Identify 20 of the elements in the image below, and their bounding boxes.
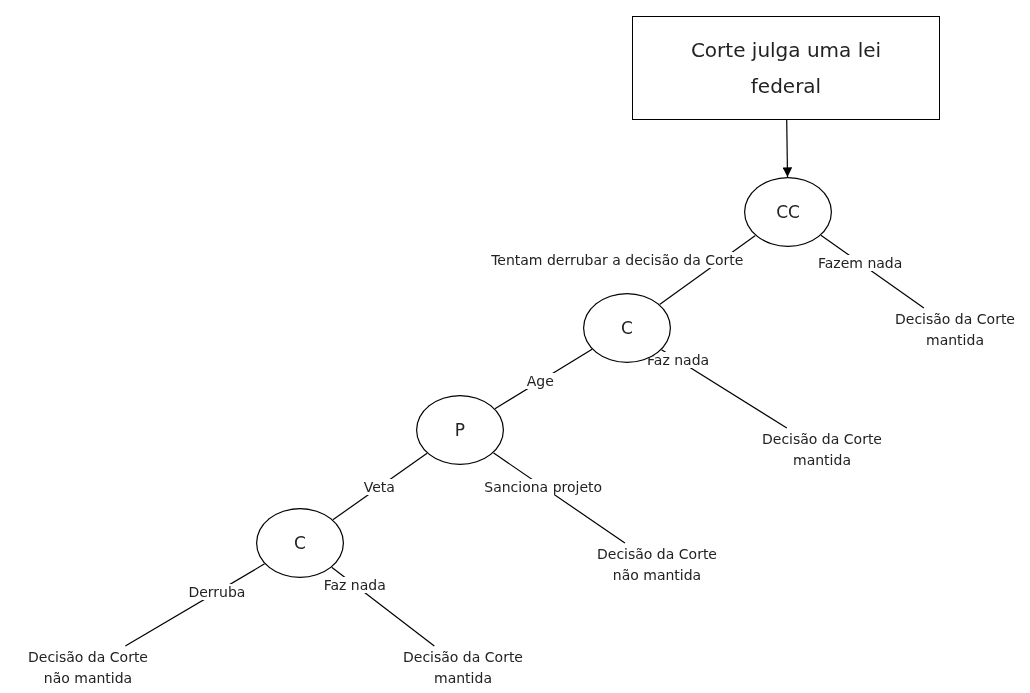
process-box [632,16,940,120]
outcome-text: Decisão da Corte mantida [754,428,890,472]
node-text: CC [776,201,800,223]
decision-ellipse [256,508,344,578]
edge-label: Tentam derrubar a decisão da Corte [489,252,746,268]
node-text: C [294,532,306,554]
edge-label: Fazem nada [816,255,905,271]
edge-label: Age [524,373,556,389]
edge-label: Derruba [186,584,248,600]
connector-line [782,119,793,178]
node-text: P [454,419,466,441]
node-text: C [621,317,633,339]
outcome-text: Decisão da Corte não mantida [20,646,156,690]
decision-ellipse [744,177,832,247]
outcome-text: Decisão da Corte mantida [395,646,531,690]
edge-label: Veta [361,479,397,495]
node-text: Corte julga uma lei federal [689,37,883,100]
outcome-text: Decisão da Corte mantida [887,308,1023,352]
edge-label: Sanciona projeto [482,479,605,495]
outcome-text: Decisão da Corte não mantida [589,543,725,587]
